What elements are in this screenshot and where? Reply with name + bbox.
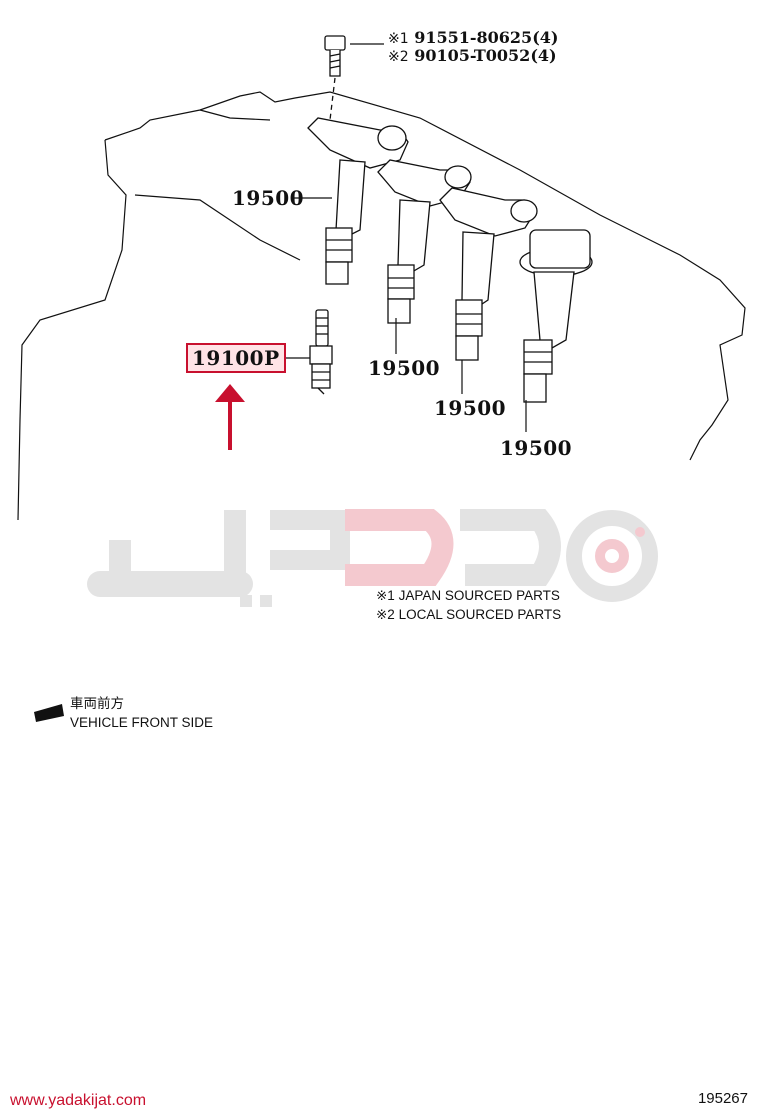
note-local: ※2 LOCAL SOURCED PARTS: [376, 607, 562, 622]
spark-plug-label[interactable]: 19100P: [186, 343, 286, 373]
diagram-code: 195267: [697, 1090, 748, 1107]
ignition-coil-1: [307, 117, 409, 285]
bolt-part-1: ※1 91551-80625(4): [388, 28, 559, 47]
coil-label-3[interactable]: 19500: [434, 396, 507, 420]
coil-label-4[interactable]: 19500: [500, 436, 573, 460]
ignition-coil-2: [377, 159, 472, 324]
front-direction-arrow: [34, 704, 64, 722]
direction-en: VEHICLE FRONT SIDE: [70, 715, 214, 730]
coil-label-1[interactable]: 19500: [232, 186, 305, 210]
site-link[interactable]: www.yadakijat.com: [10, 1092, 147, 1109]
coil-label-2[interactable]: 19500: [368, 356, 441, 380]
ignition-coil-3: [439, 187, 538, 361]
bolt: [324, 35, 346, 121]
direction-jp: 車両前方: [70, 696, 124, 711]
engine-head-outline: [17, 91, 746, 521]
spark-plug: [309, 309, 333, 395]
watermark-logo: [87, 509, 658, 607]
note-japan: ※1 JAPAN SOURCED PARTS: [376, 588, 560, 603]
bolt-part-2: ※2 90105-T0052(4): [388, 46, 557, 65]
highlight-arrow: [215, 384, 245, 450]
ignition-coil-4: [519, 229, 593, 403]
